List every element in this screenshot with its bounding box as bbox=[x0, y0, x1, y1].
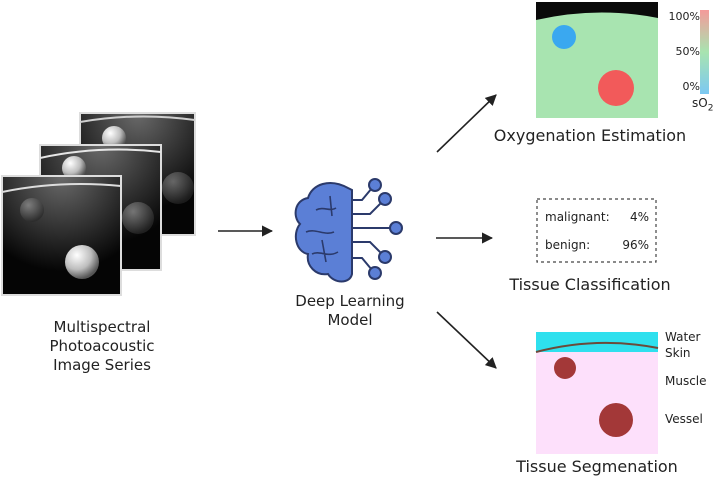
muscle-region bbox=[554, 357, 576, 379]
seg-label-water: Water bbox=[665, 330, 701, 344]
malignant-label: malignant: bbox=[545, 210, 610, 224]
brain-circuit-icon bbox=[294, 178, 403, 283]
oxygenation-map bbox=[536, 2, 658, 118]
segmentation-title: Tissue Segmenation bbox=[516, 457, 678, 476]
classification-results: malignant: 4% benign: 96% bbox=[545, 210, 649, 252]
seg-label-vessel: Vessel bbox=[665, 412, 703, 426]
high-oxygen-spot bbox=[598, 70, 634, 106]
input-image-1 bbox=[1, 175, 122, 296]
colorbar-label: sO2 bbox=[692, 96, 713, 113]
oxygenation-title: Oxygenation Estimation bbox=[493, 126, 687, 145]
colorbar-ticks: 100% 50% 0% bbox=[666, 10, 700, 94]
classification-title: Tissue Classification bbox=[509, 275, 671, 294]
colorbar-label-text: sO bbox=[692, 96, 708, 110]
low-oxygen-spot bbox=[552, 25, 576, 49]
model-label-line1: Deep Learning bbox=[295, 292, 405, 310]
model-label-line2: Model bbox=[327, 311, 373, 329]
seg-label-muscle: Muscle bbox=[665, 374, 707, 388]
colorbar-label-subscript: 2 bbox=[707, 103, 714, 114]
benign-label: benign: bbox=[545, 238, 591, 252]
model-label: Deep Learning Model bbox=[270, 292, 430, 330]
seg-label-skin: Skin bbox=[665, 346, 691, 360]
classification-row-malignant: malignant: 4% bbox=[545, 210, 649, 224]
colorbar-tick-100: 100% bbox=[668, 10, 700, 23]
classification-box bbox=[536, 198, 657, 263]
colorbar-tick-50: 50% bbox=[675, 45, 700, 58]
segmentation-map bbox=[535, 332, 659, 454]
benign-value: 96% bbox=[622, 238, 649, 252]
input-title-line3: Image Series bbox=[53, 356, 151, 374]
colorbar-tick-0: 0% bbox=[682, 80, 700, 93]
arrow-to-oxygenation bbox=[436, 94, 497, 153]
input-title: Multispectral Photoacoustic Image Series bbox=[22, 318, 182, 375]
malignant-value: 4% bbox=[629, 210, 649, 224]
input-title-line1: Multispectral bbox=[53, 318, 151, 336]
classification-row-benign: benign: 96% bbox=[545, 238, 649, 252]
arrow-to-segmentation bbox=[436, 311, 497, 369]
oxygenation-colorbar bbox=[700, 10, 709, 94]
input-title-line2: Photoacoustic bbox=[49, 337, 155, 355]
vessel-region bbox=[599, 403, 633, 437]
